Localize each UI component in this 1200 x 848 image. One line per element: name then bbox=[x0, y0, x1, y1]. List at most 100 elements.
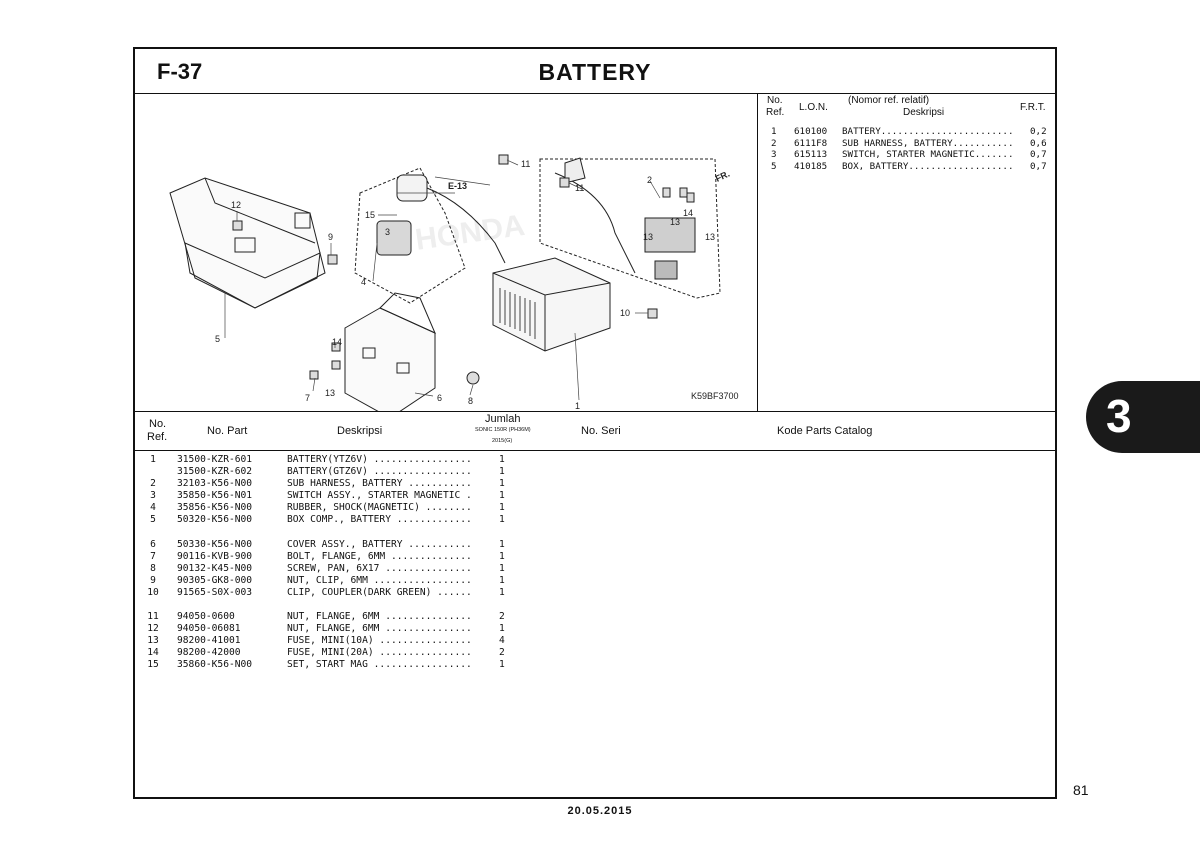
parts-cell-desc: SWITCH ASSY., STARTER MAGNETIC . bbox=[287, 490, 472, 502]
battery-box-shape bbox=[169, 177, 326, 309]
ref-table-header: No. Ref. L.O.N. (Nomor ref. relatif) Des… bbox=[758, 95, 1055, 123]
parts-cell-qty: 1 bbox=[499, 454, 505, 465]
parts-cell-desc: NUT, FLANGE, 6MM ............... bbox=[287, 623, 472, 635]
parts-cell-ref: 14 bbox=[147, 647, 159, 659]
parts-cell-qty: 1 bbox=[499, 478, 505, 490]
parts-cell-part: 32103-K56-N00 bbox=[177, 478, 253, 490]
parts-cell-ref: 11 bbox=[147, 611, 159, 623]
parts-header-qty-model: SONIC 150R (PH36M) bbox=[475, 427, 531, 433]
parts-table-row: 12 94050-06081 NUT, FLANGE, 6MM ..........… bbox=[135, 623, 1055, 635]
parts-cell-qty: 1 bbox=[499, 538, 505, 550]
ref-header-desc-top: (Nomor ref. relatif) bbox=[848, 95, 930, 106]
callout-5: 5 bbox=[215, 334, 220, 344]
callout-4: 4 bbox=[361, 277, 366, 287]
callout-e13: E-13 bbox=[448, 181, 467, 191]
diagram-drawing: HONDA bbox=[169, 154, 739, 411]
parts-cell-part: 90132-K45-N00 bbox=[177, 562, 253, 574]
parts-header-part-no: No. Part bbox=[207, 425, 248, 437]
parts-cell-qty: 1 bbox=[499, 550, 505, 562]
parts-header-catalog: Kode Parts Catalog bbox=[777, 425, 873, 437]
parts-cell-desc: FUSE, MINI(10A) ................ bbox=[287, 635, 472, 647]
parts-cell-desc: BOX COMP., BATTERY ............. bbox=[287, 514, 472, 526]
parts-cell-part: 35850-K56-N01 bbox=[177, 490, 253, 502]
callout-6: 6 bbox=[437, 393, 442, 403]
sub-harness-shape bbox=[539, 157, 721, 299]
ref-labor-table: No. Ref. L.O.N. (Nomor ref. relatif) Des… bbox=[758, 93, 1055, 411]
parts-cell-qty: 1 bbox=[499, 623, 505, 635]
ref-cell-desc: SWITCH, STARTER MAGNETIC....... bbox=[842, 149, 1014, 160]
parts-cell-desc: NUT, CLIP, 6MM ................. bbox=[287, 574, 472, 586]
parts-cell-ref: 8 bbox=[150, 562, 156, 574]
parts-table-row: 9 90305-GK8-000 NUT, CLIP, 6MM ...........… bbox=[135, 575, 1055, 587]
parts-cell-qty: 1 bbox=[499, 562, 505, 574]
figure-code: F-37 bbox=[157, 59, 203, 84]
parts-cell-qty: 1 bbox=[499, 574, 505, 586]
parts-cell-part: 94050-0600 bbox=[177, 611, 235, 623]
parts-table-row: 11 94050-0600 NUT, FLANGE, 6MM ...........… bbox=[135, 611, 1055, 623]
callout-13-right-a: 13 bbox=[670, 217, 680, 227]
callout-10: 10 bbox=[620, 308, 630, 318]
ref-header-ref: Ref. bbox=[766, 107, 785, 118]
parts-cell-ref: 10 bbox=[147, 586, 159, 598]
callout-9: 9 bbox=[328, 232, 333, 242]
parts-header-no: No. bbox=[149, 418, 167, 430]
ref-cell-frt: 0,7 bbox=[1030, 149, 1047, 160]
parts-cell-desc: SCREW, PAN, 6X17 ............... bbox=[287, 562, 472, 574]
callout-3: 3 bbox=[385, 227, 390, 237]
parts-table-row: 3 35850-K56-N01 SWITCH ASSY., STARTER MAGN… bbox=[135, 490, 1055, 502]
parts-cell-qty: 1 bbox=[499, 490, 505, 502]
ref-cell-frt: 0,2 bbox=[1030, 126, 1047, 137]
parts-cell-part: 50320-K56-N00 bbox=[177, 514, 253, 526]
parts-cell-part: 98200-41001 bbox=[177, 635, 241, 647]
parts-cell-part: 91565-S0X-003 bbox=[177, 586, 253, 598]
parts-table-row: 13 98200-41001 FUSE, MINI(10A) ...........… bbox=[135, 635, 1055, 647]
callout-8: 8 bbox=[468, 396, 473, 406]
callout-13-left: 13 bbox=[325, 388, 335, 398]
parts-table-header: No. Ref. No. Part Deskripsi Jumlah SONIC… bbox=[135, 411, 1055, 451]
parts-cell-ref: 9 bbox=[150, 574, 156, 586]
parts-cell-desc: RUBBER, SHOCK(MAGNETIC) ........ bbox=[287, 502, 472, 514]
parts-cell-ref: 13 bbox=[147, 635, 159, 647]
ref-header-frt: F.R.T. bbox=[1020, 102, 1046, 113]
parts-cell-ref: 3 bbox=[150, 490, 156, 502]
parts-cell-qty: 1 bbox=[499, 466, 505, 478]
ref-cell-ref: 1 bbox=[771, 126, 777, 137]
section-number: 3 bbox=[1106, 390, 1132, 442]
parts-cell-desc: NUT, FLANGE, 6MM ............... bbox=[287, 611, 472, 623]
ref-cell-ref: 3 bbox=[771, 149, 777, 160]
callout-14-right: 14 bbox=[683, 208, 693, 218]
parts-header-serial: No. Seri bbox=[581, 425, 621, 437]
starter-magnetic-switch-shape bbox=[354, 167, 506, 304]
callout-2: 2 bbox=[647, 175, 652, 185]
parts-cell-ref: 6 bbox=[150, 538, 156, 550]
parts-cell-ref: 7 bbox=[150, 550, 156, 562]
parts-cell-qty: 1 bbox=[499, 586, 505, 598]
parts-cell-qty: 1 bbox=[499, 502, 505, 514]
drawing-code: K59BF3700 bbox=[691, 391, 739, 401]
ref-cell-ref: 2 bbox=[771, 137, 777, 149]
parts-cell-part: 31500-KZR-602 bbox=[177, 466, 253, 478]
parts-cell-part: 90305-GK8-000 bbox=[177, 574, 253, 586]
parts-cell-part: 90116-KVB-900 bbox=[177, 550, 253, 562]
parts-cell-ref: 15 bbox=[147, 659, 159, 671]
ref-cell-lon: 6111F8 bbox=[794, 137, 828, 149]
parts-cell-ref: 5 bbox=[150, 514, 156, 526]
parts-cell-ref: 12 bbox=[147, 623, 159, 635]
parts-cell-ref: 2 bbox=[150, 478, 156, 490]
parts-cell-part: 94050-06081 bbox=[177, 623, 241, 635]
parts-cell-part: 98200-42000 bbox=[177, 647, 241, 659]
ref-cell-lon: 410185 bbox=[794, 160, 828, 172]
exploded-parts-diagram: HONDA bbox=[135, 93, 758, 411]
battery-shape bbox=[492, 257, 611, 352]
